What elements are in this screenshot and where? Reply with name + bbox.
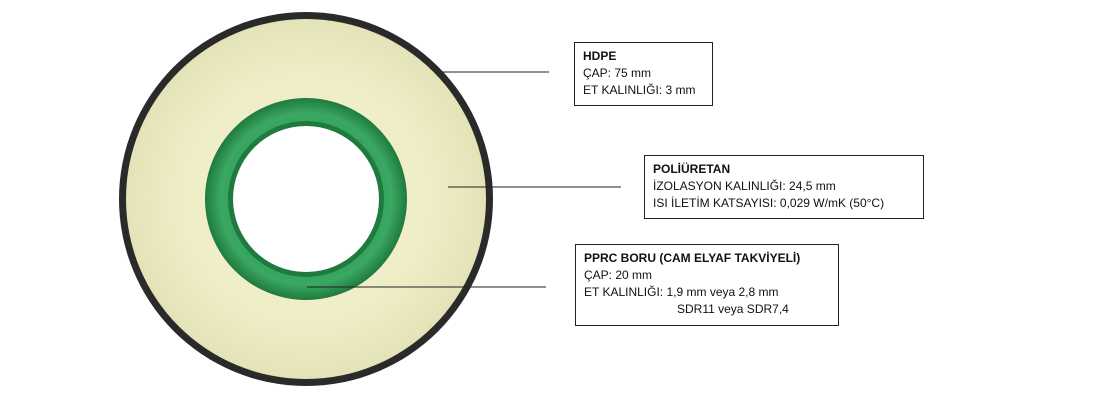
hdpe-label-box: HDPE ÇAP: 75 mm ET KALINLIĞI: 3 mm [574, 42, 713, 106]
polyurethane-insulation-thickness: İZOLASYON KALINLIĞI: 24,5 mm [653, 179, 836, 193]
polyurethane-title: POLİÜRETAN [653, 162, 731, 176]
hdpe-title: HDPE [583, 49, 617, 63]
hdpe-wall-thickness: ET KALINLIĞI: 3 mm [583, 83, 696, 97]
pprc-label-box: PPRC BORU (CAM ELYAF TAKVİYELİ) ÇAP: 20 … [575, 244, 839, 326]
pprc-diameter: ÇAP: 20 mm [584, 268, 653, 282]
pprc-sdr: SDR11 veya SDR7,4 [677, 302, 789, 316]
pprc-wall-thickness: ET KALINLIĞI: 1,9 mm veya 2,8 mm [584, 285, 779, 299]
hdpe-diameter: ÇAP: 75 mm [583, 66, 652, 80]
polyurethane-label-box: POLİÜRETAN İZOLASYON KALINLIĞI: 24,5 mm … [644, 155, 924, 219]
pprc-title: PPRC BORU (CAM ELYAF TAKVİYELİ) [584, 251, 801, 265]
pipe-bore [233, 126, 379, 272]
polyurethane-thermal-conductivity: ISI İLETİM KATSAYISI: 0,029 W/mK (50°C) [653, 196, 885, 210]
